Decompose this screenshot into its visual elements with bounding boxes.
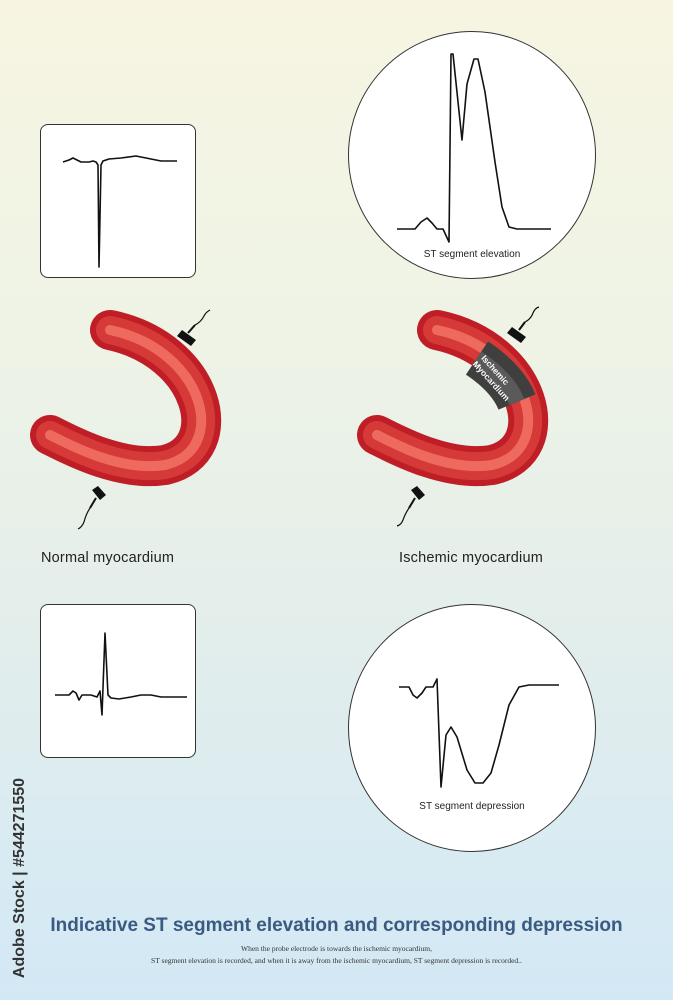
- ecg-circle-st-depression: ST segment depression: [348, 604, 596, 852]
- subtitle-line-1: When the probe electrode is towards the …: [241, 944, 432, 953]
- label-normal-myocardium: Normal myocardium: [41, 550, 175, 566]
- electrode-ischemic-top: [507, 306, 540, 343]
- ecg-box-normal-bottom: [40, 604, 196, 758]
- ecg-trace-st-elevation: [397, 53, 551, 243]
- subtitle-line-2: ST segment elevation is recorded, and wh…: [151, 956, 522, 965]
- ecg-circle-st-elevation: ST segment elevation: [348, 31, 596, 279]
- label-ischemic-myocardium: Ischemic myocardium: [399, 550, 543, 566]
- electrode-ischemic-bottom: [396, 486, 425, 527]
- ecg-trace-negative: [62, 155, 177, 268]
- caption-st-depression: ST segment depression: [419, 801, 525, 812]
- ecg-trace-st-depression: [399, 678, 559, 788]
- myocardium-ischemic: Ischemic Myocardium: [357, 306, 549, 527]
- page-title: Indicative ST segment elevation and corr…: [50, 915, 623, 936]
- caption-st-elevation: ST segment elevation: [423, 249, 521, 260]
- ecg-box-normal-top: [40, 124, 196, 278]
- ecg-trace-positive: [55, 632, 187, 716]
- electrode-normal-top: [177, 309, 211, 346]
- ischemic-zone: Ischemic Myocardium: [465, 341, 536, 411]
- electrode-normal-bottom: [77, 486, 106, 530]
- myocardium-normal: [30, 309, 222, 530]
